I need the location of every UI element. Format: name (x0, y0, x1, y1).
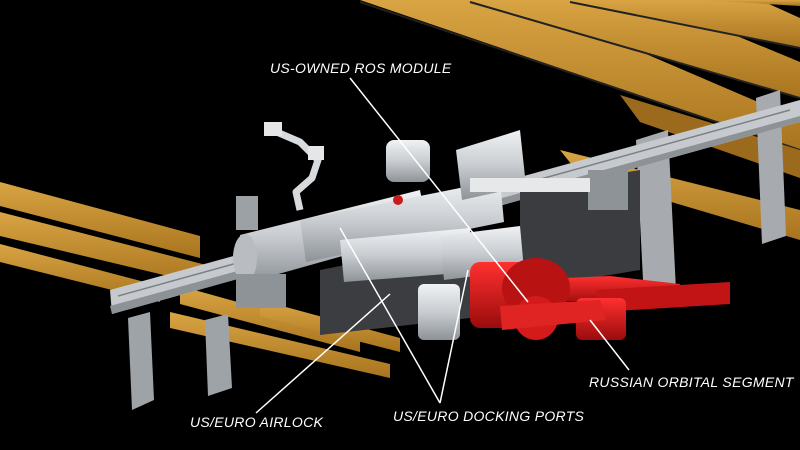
label-russian-orbital-segment: RUSSIAN ORBITAL SEGMENT (589, 374, 794, 390)
leader-ros-module (349, 77, 529, 303)
solar-array-lower-left (0, 182, 400, 378)
label-us-owned-ros-module: US-OWNED ROS MODULE (270, 60, 452, 76)
robotic-arm (264, 122, 324, 211)
leader-docking-1 (339, 227, 441, 404)
label-us-euro-docking-ports: US/EURO DOCKING PORTS (393, 408, 585, 424)
leader-docking-2 (439, 269, 469, 404)
leader-russian-segment (589, 319, 630, 371)
leader-airlock (255, 293, 391, 414)
leader-lines (255, 77, 630, 414)
label-us-euro-airlock: US/EURO AIRLOCK (190, 414, 324, 430)
us-modules (233, 130, 628, 340)
russian-orbital-segment (470, 258, 730, 340)
